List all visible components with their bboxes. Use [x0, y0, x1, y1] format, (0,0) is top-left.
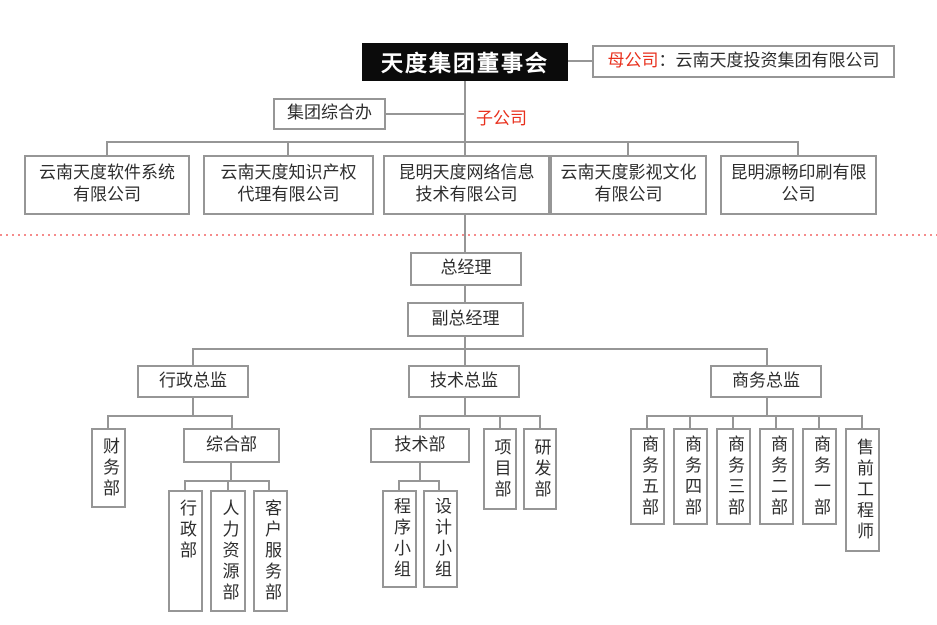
- node-subsidiary-ip-agency: 云南天度知识产权 代理有限公司: [203, 155, 374, 215]
- node-finance-dept: 财务部: [91, 428, 126, 508]
- connector: [464, 337, 466, 348]
- node-program-team: 程序小组: [382, 490, 417, 588]
- node-admin-dept: 行政部: [168, 490, 203, 612]
- connector: [419, 463, 421, 480]
- node-business-dept-5: 商务五部: [630, 428, 665, 525]
- connector: [464, 348, 466, 365]
- connector: [107, 415, 233, 417]
- connector: [438, 480, 440, 490]
- connector: [184, 480, 186, 490]
- parent-company-label: 母公司: [607, 50, 659, 71]
- node-subsidiary-network: 昆明天度网络信息 技术有限公司: [383, 155, 550, 215]
- node-business-director: 商务总监: [710, 365, 822, 398]
- connector: [231, 415, 233, 428]
- parent-company-colon: ：: [658, 50, 676, 71]
- connector: [775, 415, 777, 428]
- connector: [268, 480, 270, 490]
- connector: [818, 415, 820, 428]
- connector: [287, 141, 289, 155]
- connector: [689, 415, 691, 428]
- connector: [539, 415, 541, 428]
- parent-company-name: 云南天度投资集团有限公司: [675, 50, 880, 71]
- connector: [464, 215, 466, 252]
- connector: [192, 398, 194, 415]
- label-subsidiary: 子公司: [476, 109, 527, 129]
- connector: [464, 286, 466, 302]
- connector: [230, 463, 232, 480]
- node-project-dept: 项目部: [483, 428, 517, 510]
- node-business-dept-4: 商务四部: [673, 428, 708, 525]
- node-admin-director: 行政总监: [137, 365, 249, 398]
- connector: [797, 141, 799, 155]
- node-rnd-dept: 研发部: [523, 428, 557, 510]
- node-general-affairs-dept: 综合部: [183, 428, 280, 463]
- divider-dotted-line: [0, 234, 937, 236]
- node-general-manager: 总经理: [410, 252, 522, 286]
- connector: [499, 415, 501, 428]
- connector: [106, 141, 108, 155]
- node-deputy-general-manager: 副总经理: [407, 302, 524, 337]
- node-customer-service-dept: 客户服务部: [253, 490, 288, 612]
- node-business-dept-2: 商务二部: [759, 428, 794, 525]
- node-tech-director: 技术总监: [408, 365, 520, 398]
- connector: [464, 398, 466, 415]
- node-group-office: 集团综合办: [273, 98, 386, 130]
- node-subsidiary-media: 云南天度影视文化 有限公司: [550, 155, 707, 215]
- connector: [568, 60, 592, 62]
- node-tech-dept: 技术部: [370, 428, 470, 463]
- node-parent-company: 母公司：云南天度投资集团有限公司: [592, 45, 895, 78]
- node-hr-dept: 人力资源部: [210, 490, 246, 612]
- connector: [627, 141, 629, 155]
- node-presales-engineer: 售前工程师: [845, 428, 880, 552]
- connector: [419, 415, 421, 428]
- connector: [861, 415, 863, 428]
- connector: [398, 480, 400, 490]
- connector: [192, 348, 194, 365]
- connector: [386, 113, 464, 115]
- connector: [227, 480, 229, 490]
- node-subsidiary-software: 云南天度软件系统 有限公司: [24, 155, 190, 215]
- connector: [398, 480, 440, 482]
- connector: [646, 415, 863, 417]
- connector: [107, 415, 109, 428]
- connector: [106, 141, 799, 143]
- connector: [464, 81, 466, 155]
- node-design-team: 设计小组: [423, 490, 458, 588]
- node-business-dept-1: 商务一部: [802, 428, 837, 525]
- node-board: 天度集团董事会: [362, 43, 568, 81]
- node-business-dept-3: 商务三部: [716, 428, 751, 525]
- connector: [732, 415, 734, 428]
- connector: [766, 398, 768, 415]
- connector: [192, 348, 768, 350]
- node-subsidiary-printing: 昆明源畅印刷有限 公司: [720, 155, 877, 215]
- connector: [766, 348, 768, 365]
- connector: [419, 415, 541, 417]
- connector: [646, 415, 648, 428]
